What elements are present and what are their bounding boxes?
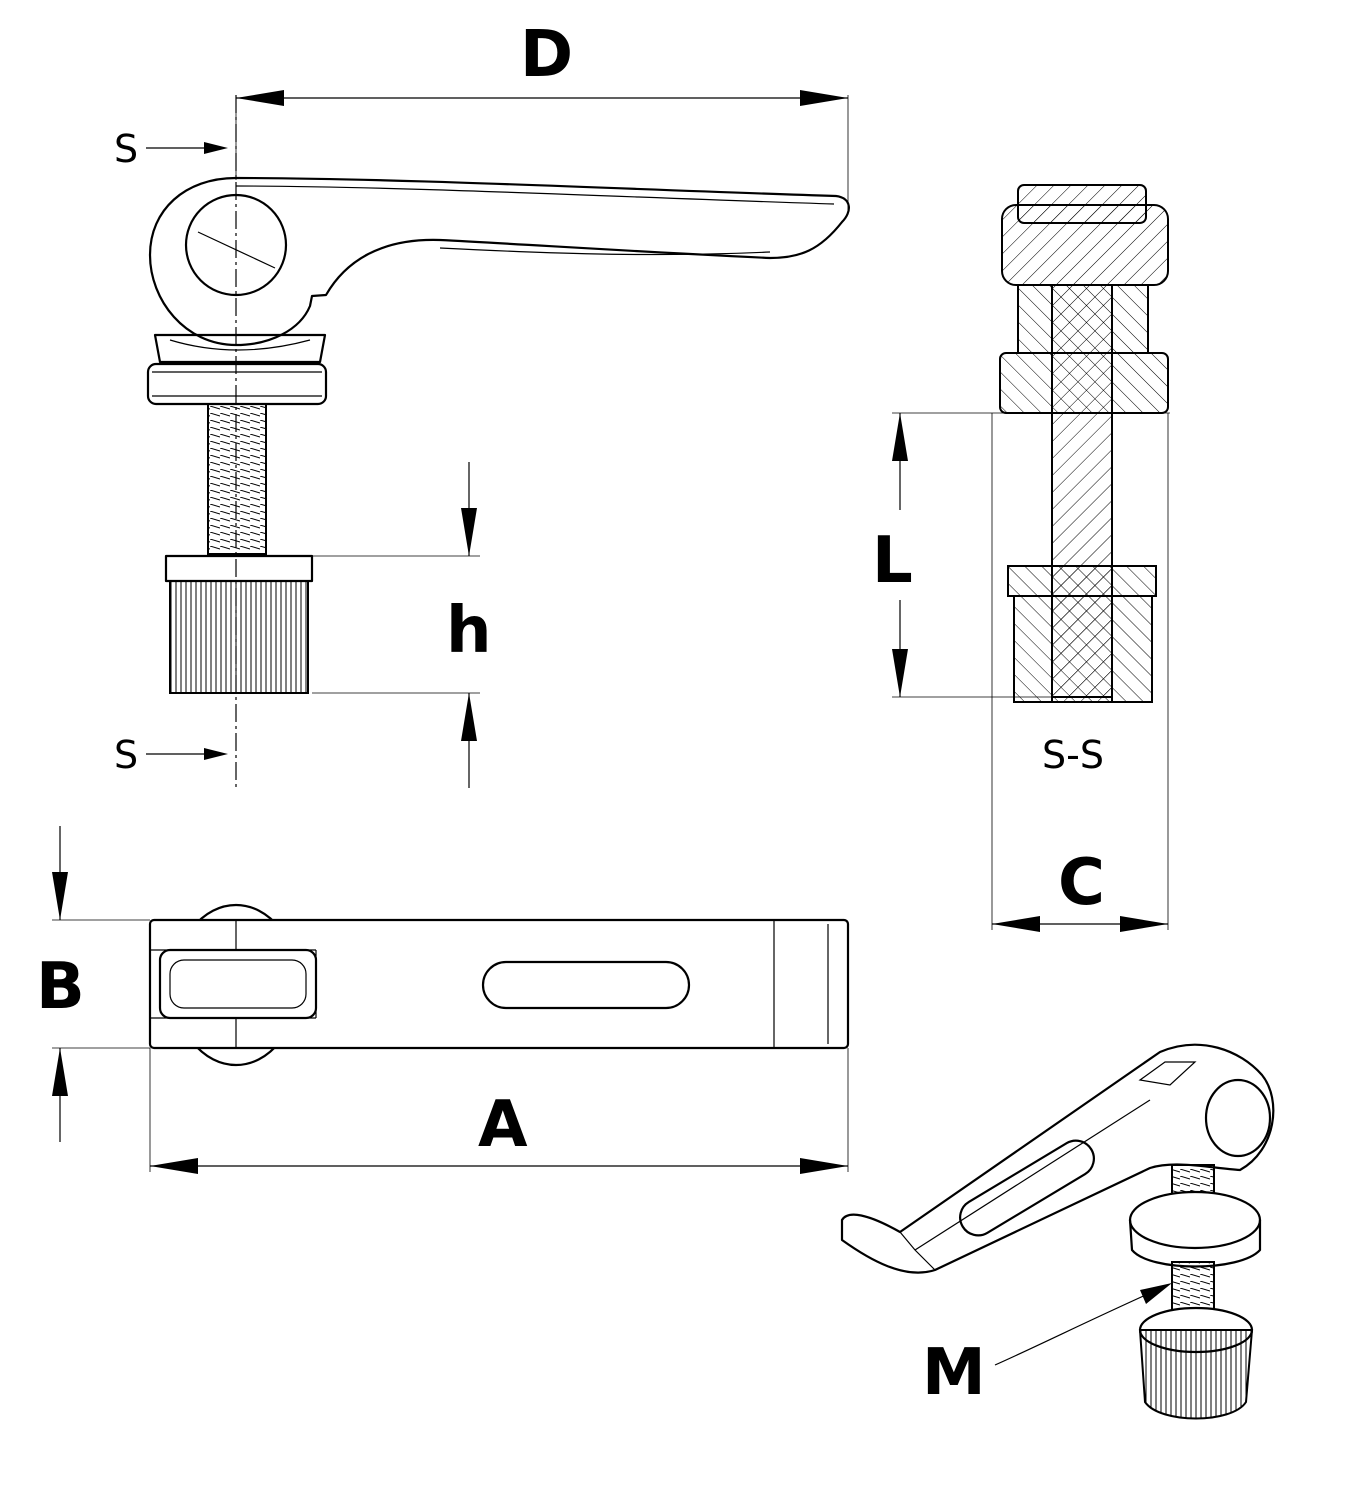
- isometric-view: M: [840, 1043, 1275, 1420]
- dim-label-h: h: [446, 594, 492, 668]
- lever-top-outline: [148, 918, 850, 1050]
- front-view: S S D h: [114, 18, 850, 790]
- dim-label-M: M: [922, 1336, 986, 1410]
- knurled-nut: [169, 580, 309, 694]
- dim-label-C: C: [1058, 846, 1105, 920]
- top-view: B A: [36, 826, 850, 1174]
- section-view: L S-S C: [872, 184, 1170, 932]
- section-title: S-S: [1042, 733, 1104, 777]
- dim-label-A: A: [478, 1088, 528, 1162]
- section-mark-top: S: [114, 127, 138, 171]
- dim-label-L: L: [872, 524, 913, 598]
- pin-circle: [184, 193, 288, 297]
- screw-thread: [207, 403, 267, 555]
- washer: [146, 362, 328, 406]
- cam-seat: [153, 333, 327, 364]
- dim-label-D: D: [520, 18, 573, 92]
- slot: [481, 960, 691, 1010]
- lever-outline: [148, 176, 850, 347]
- dim-label-B: B: [36, 950, 85, 1024]
- nut-collar: [164, 554, 314, 583]
- section-mark-bottom: S: [114, 733, 138, 777]
